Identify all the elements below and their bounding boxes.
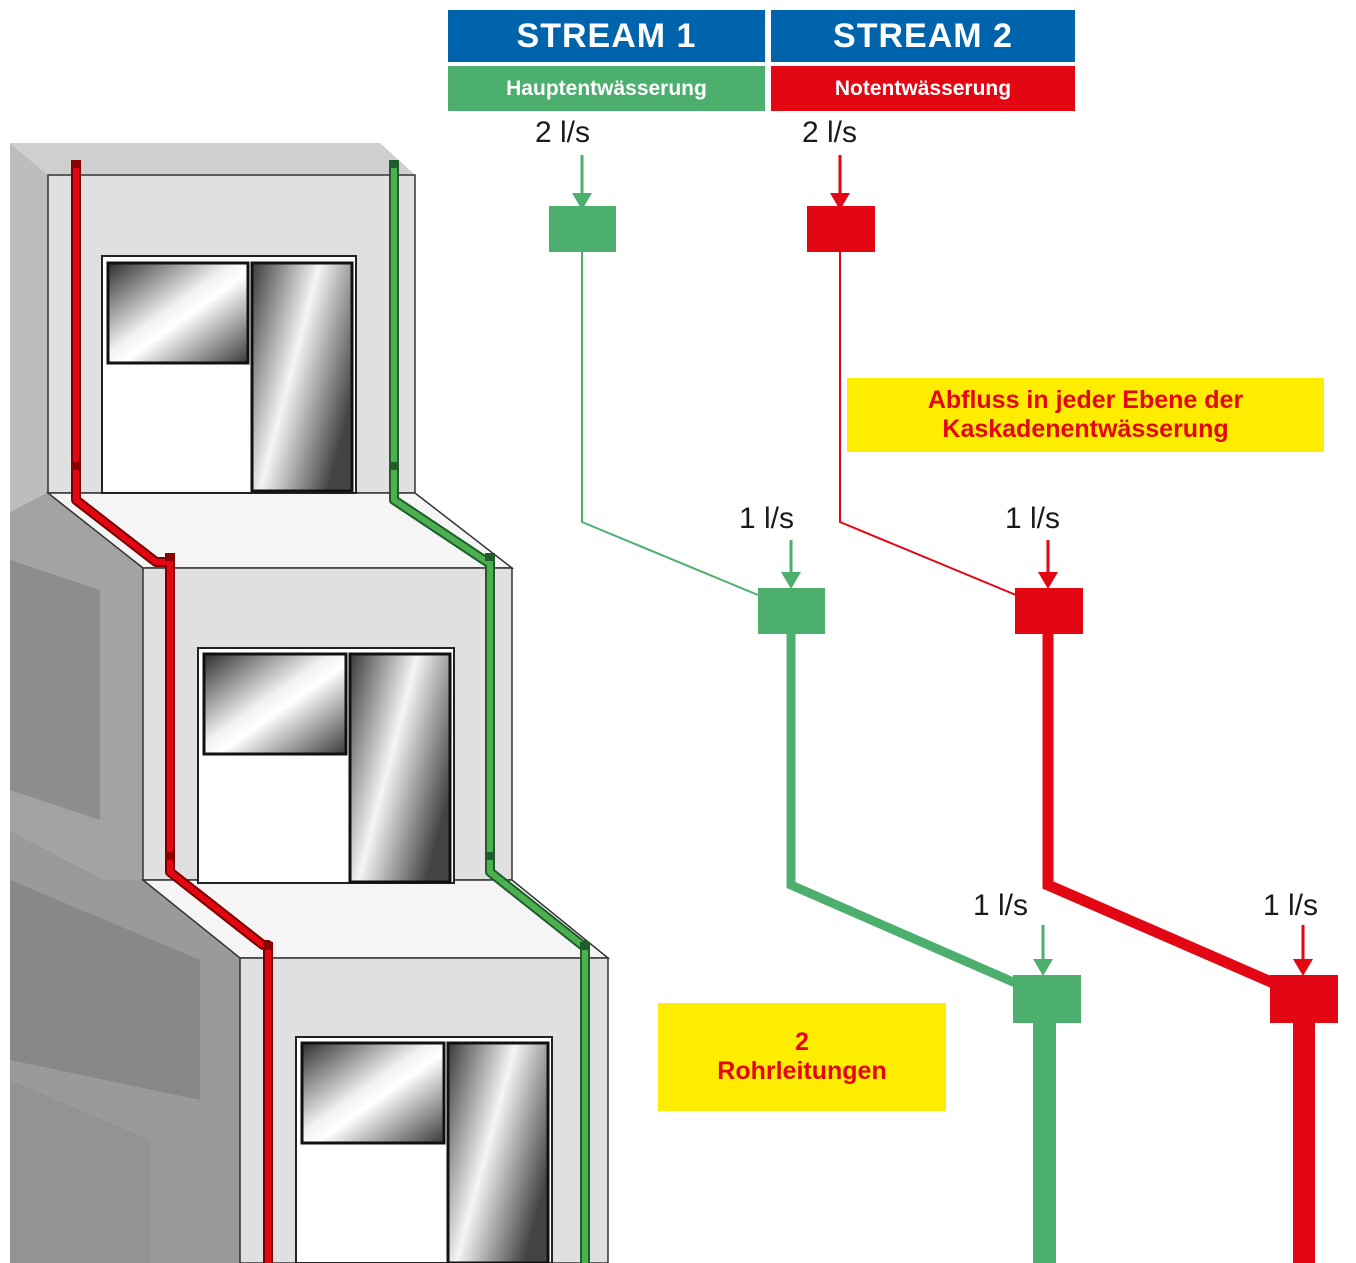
window-lower — [295, 1036, 553, 1263]
window-upper — [101, 255, 357, 494]
s1-flow-label-2: 1 l/s — [739, 502, 795, 535]
stream1-header: STREAM 1 — [448, 10, 765, 62]
pipes-note: 2 Rohrleitungen — [658, 1003, 946, 1111]
stream1-flow — [549, 155, 1081, 1263]
cascade-note-line2: Kaskadenentwässerung — [942, 415, 1229, 443]
s2-pipe-3 — [1293, 1023, 1315, 1263]
stream2-flow — [807, 155, 1338, 1263]
s2-flow-label-3: 1 l/s — [1263, 889, 1319, 922]
stream2-header: STREAM 2 — [771, 10, 1075, 62]
s2-collector-1 — [807, 206, 875, 252]
s2-collector-3 — [1270, 975, 1338, 1023]
pipes-note-line1: 2 — [795, 1028, 809, 1057]
window-middle — [197, 647, 455, 884]
s2-collector-2 — [1015, 588, 1083, 634]
s1-pipe-3 — [1033, 1023, 1056, 1263]
red-downpipe — [71, 160, 273, 1263]
pipes-note-line2: Rohrleitungen — [717, 1057, 887, 1085]
s2-pipe-1 — [839, 252, 1017, 596]
s1-pipe-2 — [786, 634, 1022, 990]
s1-collector-2 — [758, 588, 825, 634]
s1-flow-label-3: 1 l/s — [973, 889, 1029, 922]
s1-flow-label-1: 2 l/s — [535, 116, 591, 149]
s1-collector-3 — [1013, 975, 1081, 1023]
s1-pipe-1 — [581, 252, 759, 596]
cascade-note-line1: Abfluss in jeder Ebene der — [927, 386, 1244, 415]
s2-flow-label-1: 2 l/s — [802, 116, 858, 149]
s1-collector-1 — [549, 206, 616, 252]
cascade-note: Abfluss in jeder Ebene der Kaskadenentwä… — [847, 378, 1324, 452]
s2-flow-label-2: 1 l/s — [1005, 502, 1061, 535]
stream2-subheader: Notentwässerung — [771, 66, 1075, 111]
stream1-subheader: Hauptentwässerung — [448, 66, 765, 111]
s2-pipe-2 — [1042, 634, 1281, 991]
building-illustration — [10, 143, 611, 1263]
green-downpipe — [389, 160, 590, 1263]
